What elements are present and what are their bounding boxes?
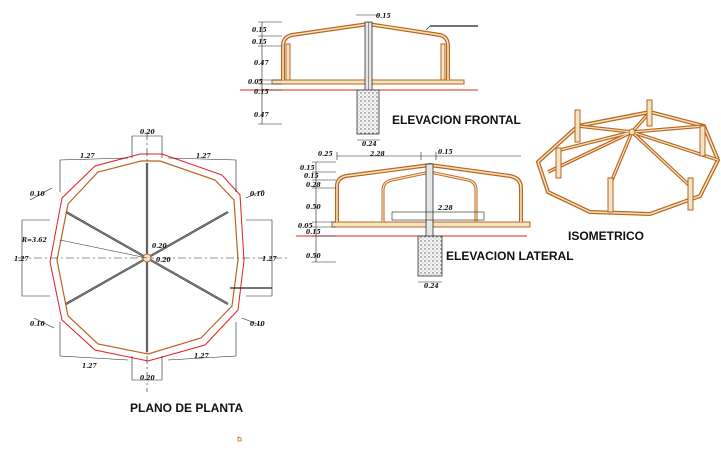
side-dim-top-left: 0.25 <box>318 151 333 158</box>
plan-dim-diag-ur: 0.10 <box>250 191 265 198</box>
front-elevation: 0.15 0.15 0.15 0.47 0.05 0.15 0.47 0.24 … <box>240 13 521 148</box>
isometric-view: ISOMETRICO <box>535 99 721 243</box>
plan-dim-top-left: 1.27 <box>80 153 95 160</box>
plan-dim-bottom-left: 1.27 <box>82 363 97 370</box>
side-dim-top-right: 0.15 <box>438 149 453 156</box>
plan-red-octagon <box>49 153 245 362</box>
front-dim-v2: 0.15 <box>252 39 267 46</box>
plan-dim-bottom: 0.20 <box>140 375 155 382</box>
side-dim-v3: 0.28 <box>306 182 321 189</box>
front-dim-base: 0.24 <box>362 141 377 148</box>
side-dim-v2: 0.15 <box>304 173 319 180</box>
plan-dim-diag-ll: 0.10 <box>30 321 45 328</box>
plan-dim-radius: R=3.62 <box>21 237 47 244</box>
front-footing <box>356 89 380 135</box>
front-dim-v6: 0.47 <box>254 112 269 119</box>
iso-posts <box>555 99 706 213</box>
plan-dim-right: 1.27 <box>262 256 277 263</box>
side-dim-v6: 0.15 <box>306 229 321 236</box>
side-dim-v4: 0.50 <box>306 204 321 211</box>
plan-view: 0.20 1.27 1.27 1.27 1.27 1.27 1.27 0.20 … <box>14 129 290 415</box>
side-dim-v7: 0.50 <box>306 253 321 260</box>
plan-dim-left: 1.27 <box>14 256 29 263</box>
front-title: ELEVACION FRONTAL <box>392 113 521 127</box>
side-dim-v5: 0.05 <box>298 223 313 230</box>
stray-mark <box>237 436 242 442</box>
iso-title: ISOMETRICO <box>568 229 644 243</box>
plan-radius-line <box>59 239 148 259</box>
plan-dim-top: 0.20 <box>140 129 155 136</box>
side-inner-dim-box <box>391 211 485 221</box>
side-dim-base: 0.24 <box>424 283 439 290</box>
side-title: ELEVACION LATERAL <box>446 249 574 263</box>
side-dimension-lines <box>312 152 521 283</box>
front-dimension-lines <box>258 14 478 141</box>
side-dim-inner: 2.28 <box>437 205 453 212</box>
side-footing <box>417 235 443 277</box>
front-dim-v5: 0.15 <box>254 89 269 96</box>
plan-dim-diag-ul: 0.10 <box>30 191 45 198</box>
side-dim-top-mid: 2.28 <box>369 151 385 158</box>
plan-dimension-lines <box>21 135 273 381</box>
front-dim-v4: 0.05 <box>248 79 263 86</box>
plan-dim-center-b: 0.20 <box>156 257 171 264</box>
plan-title: PLANO DE PLANTA <box>130 401 243 415</box>
front-dim-top: 0.15 <box>376 13 391 20</box>
front-dim-v3: 0.47 <box>254 60 269 67</box>
plan-dim-top-right: 1.27 <box>196 153 211 160</box>
side-dim-v1: 0.15 <box>300 165 315 172</box>
side-elevation: 0.25 2.28 0.15 0.15 0.15 0.28 0.50 0.05 … <box>296 149 574 290</box>
iso-center <box>628 128 636 136</box>
front-posts <box>285 43 446 81</box>
front-dim-v1: 0.15 <box>252 27 267 34</box>
plan-dim-center-a: 0.20 <box>152 243 167 250</box>
plan-dim-diag-lr: 0.10 <box>250 321 265 328</box>
plan-dim-bottom-right: 1.27 <box>194 353 209 360</box>
